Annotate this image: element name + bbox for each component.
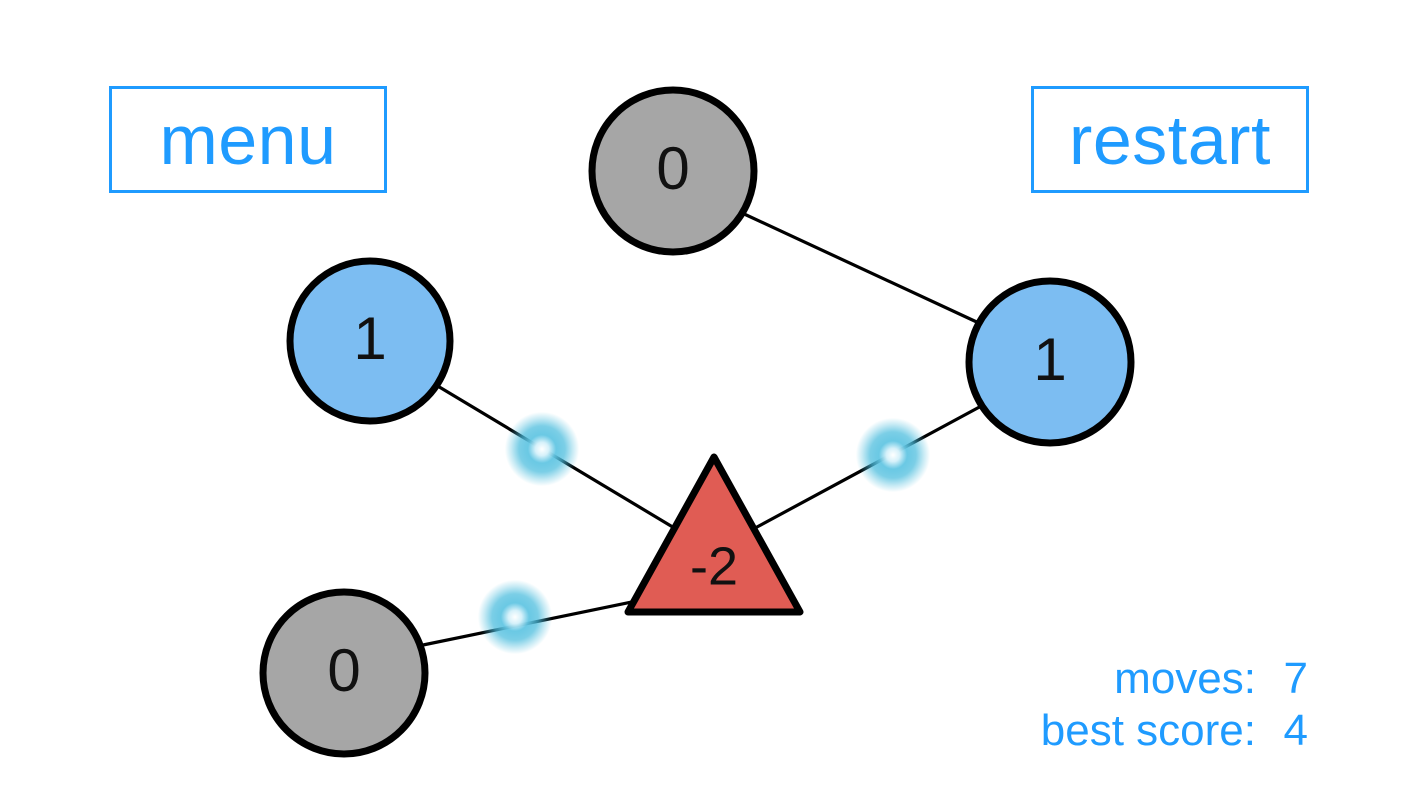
edge-bottom-to-triangle-pulse-icon: [477, 579, 553, 655]
node-left-blue-shape[interactable]: [286, 257, 454, 425]
edge-left-to-triangle-pulse-icon: [504, 411, 580, 487]
node-right-blue-shape[interactable]: [965, 277, 1135, 447]
status-readout: moves: 7 best score: 4: [1041, 653, 1308, 757]
node-layer: 0 1 1 0 -2: [259, 86, 1135, 758]
menu-button[interactable]: menu: [109, 86, 387, 193]
moves-label: moves:: [1114, 654, 1256, 703]
best-score-value: 4: [1283, 706, 1308, 755]
edge-right-to-triangle-pulse-icon: [855, 417, 931, 493]
node-center-triangle-value: -2: [690, 536, 738, 596]
node-top-gray[interactable]: 0: [588, 86, 758, 256]
node-left-blue-value: 1: [353, 305, 386, 372]
node-top-gray-value: 0: [656, 135, 689, 202]
edge-top-to-right[interactable]: [740, 211, 983, 326]
moves-value: 7: [1283, 654, 1308, 703]
node-top-gray-shape[interactable]: [588, 86, 758, 256]
node-bottom-gray-shape[interactable]: [259, 588, 429, 758]
node-center-triangle-shape[interactable]: [624, 453, 804, 616]
node-right-blue[interactable]: 1: [965, 277, 1135, 447]
node-right-blue-value: 1: [1033, 326, 1066, 393]
restart-button[interactable]: restart: [1031, 86, 1309, 193]
best-score-label: best score:: [1040, 706, 1256, 755]
moves-row: moves: 7: [1041, 653, 1308, 705]
node-bottom-gray-value: 0: [327, 637, 360, 704]
pulse-layer: [477, 411, 931, 655]
best-score-row: best score: 4: [1041, 705, 1308, 757]
node-left-blue[interactable]: 1: [286, 257, 454, 425]
node-bottom-gray[interactable]: 0: [259, 588, 429, 758]
node-center-triangle[interactable]: -2: [624, 453, 804, 616]
